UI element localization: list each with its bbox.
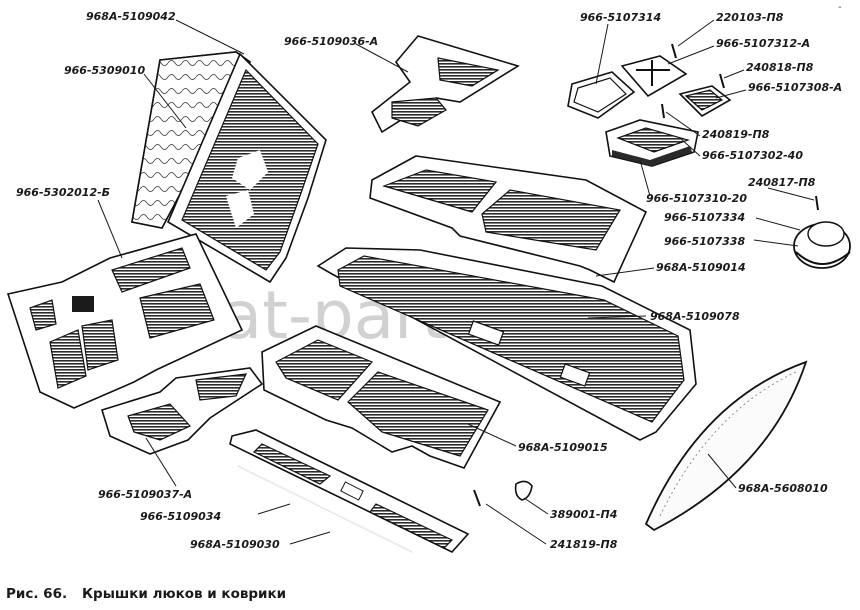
threshold-strip <box>229 429 470 553</box>
corner-mark: - <box>838 2 842 13</box>
curved-panel-cover <box>644 360 808 532</box>
part-label: 240818-П8 <box>746 61 814 74</box>
front-floor-mat <box>261 325 502 469</box>
hatch-lid-small <box>678 85 732 117</box>
part-label: 966-5107308-А <box>748 81 842 94</box>
part-label: 966-5302012-Б <box>16 186 110 199</box>
small-side-mat <box>101 367 264 455</box>
bolt-icon <box>473 43 819 507</box>
part-label: 966-5107302-40 <box>702 149 803 162</box>
part-label: 968А-5109015 <box>518 441 608 454</box>
hatch-cover-plate <box>620 55 688 98</box>
figure-number: Рис. 66. <box>6 586 67 602</box>
part-label: 968А-5109014 <box>656 261 746 274</box>
small-hatch-mat-top <box>370 35 520 134</box>
part-label: 968А-5109030 <box>190 538 280 551</box>
part-label: 966-5109037-А <box>98 488 192 501</box>
large-hatch-mat <box>166 52 327 284</box>
part-label: 966-5107338 <box>664 235 745 248</box>
part-label-group: 968А-5109042 966-5309010 966-5109036-А 9… <box>16 10 842 551</box>
figure-caption: Рис. 66. Крышки люков и коврики <box>6 586 286 602</box>
part-label: 966-5109036-А <box>284 35 378 48</box>
long-floor-mat <box>316 247 697 441</box>
hatch-frame-gasket <box>567 71 636 119</box>
part-label: 966-5107314 <box>580 11 661 24</box>
floor-mat-middle <box>369 155 648 284</box>
part-label: 968А-5109078 <box>650 310 740 323</box>
hatch-housing <box>605 119 699 167</box>
part-label: 241819-П8 <box>550 538 618 551</box>
left-side-mat <box>6 233 244 409</box>
part-label: 389001-П4 <box>550 508 617 521</box>
part-label: 240819-П8 <box>702 128 770 141</box>
part-label: 966-5109034 <box>140 510 221 523</box>
part-label: 220103-П8 <box>716 11 784 24</box>
leader-lines <box>97 19 815 545</box>
part-label: 966-5107334 <box>664 211 745 224</box>
part-label: 966-5107310-20 <box>646 192 747 205</box>
figure-title: Крышки люков и коврики <box>82 586 286 602</box>
part-label: 966-5309010 <box>64 64 145 77</box>
part-label: 240817-П8 <box>748 176 816 189</box>
clip-icon <box>514 480 533 501</box>
part-label: 966-5107312-А <box>716 37 810 50</box>
part-label: 968А-5608010 <box>738 482 828 495</box>
round-knob <box>793 221 851 269</box>
part-label: 968А-5109042 <box>86 10 176 23</box>
